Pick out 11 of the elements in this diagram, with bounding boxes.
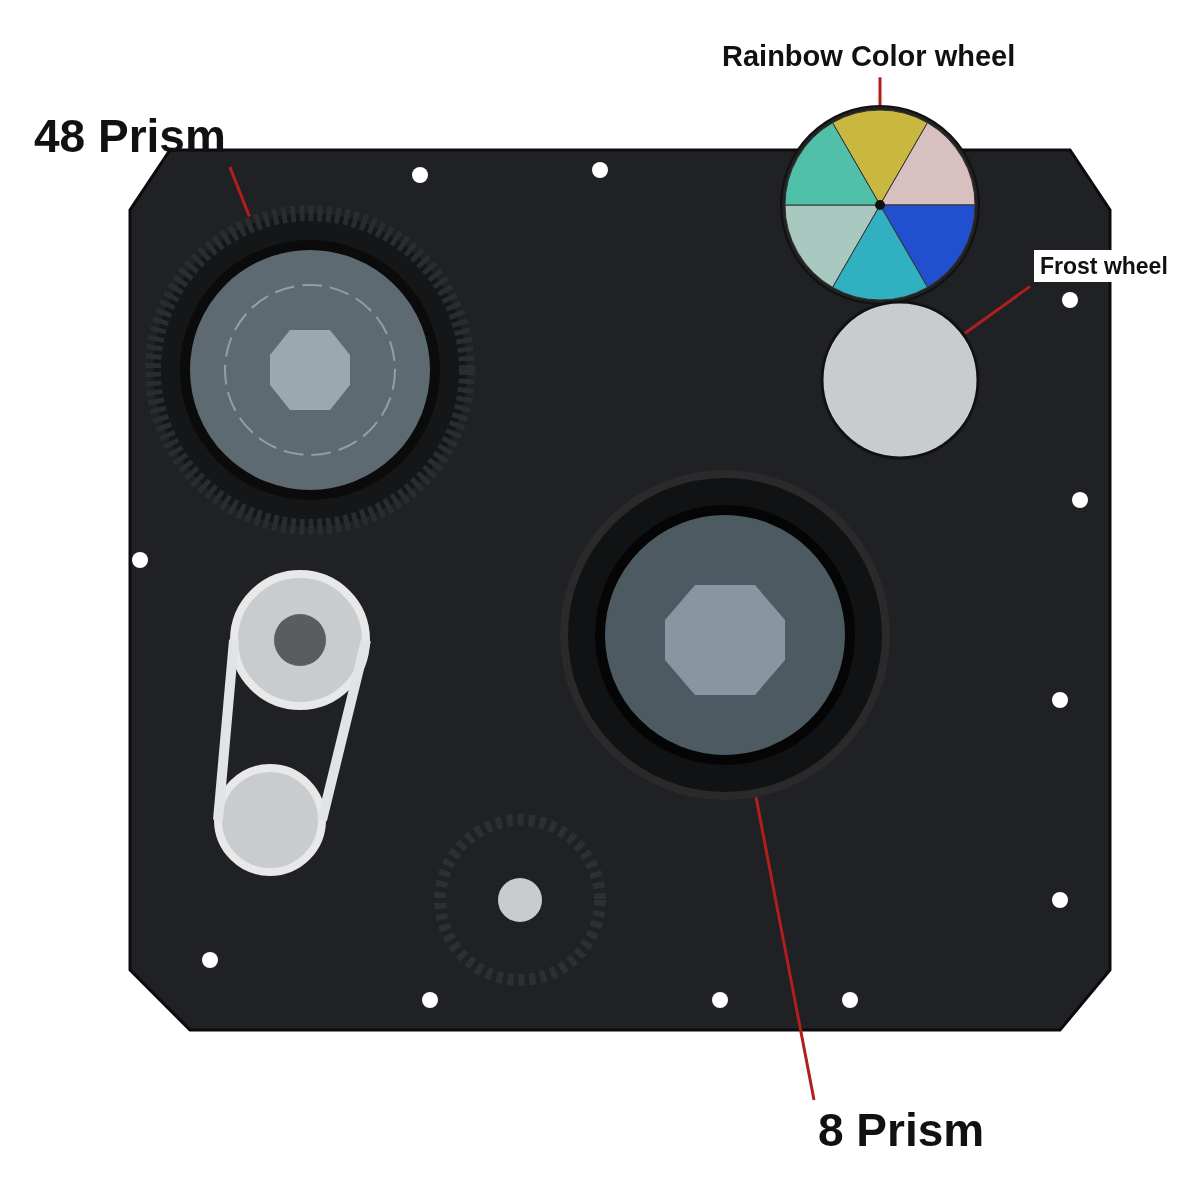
frost-filter [820, 300, 980, 460]
leader-line [878, 77, 882, 105]
leader-line [228, 166, 251, 218]
leader-line [964, 285, 1031, 335]
callout-label: Rainbow Color wheel [722, 40, 1016, 74]
callout-label: 48 Prism [34, 110, 226, 163]
callout-label: 8 Prism [818, 1104, 985, 1157]
prism-lens [560, 470, 890, 800]
prism-gear [145, 205, 475, 535]
color-wheel [780, 105, 980, 305]
leader-line [754, 796, 816, 1101]
